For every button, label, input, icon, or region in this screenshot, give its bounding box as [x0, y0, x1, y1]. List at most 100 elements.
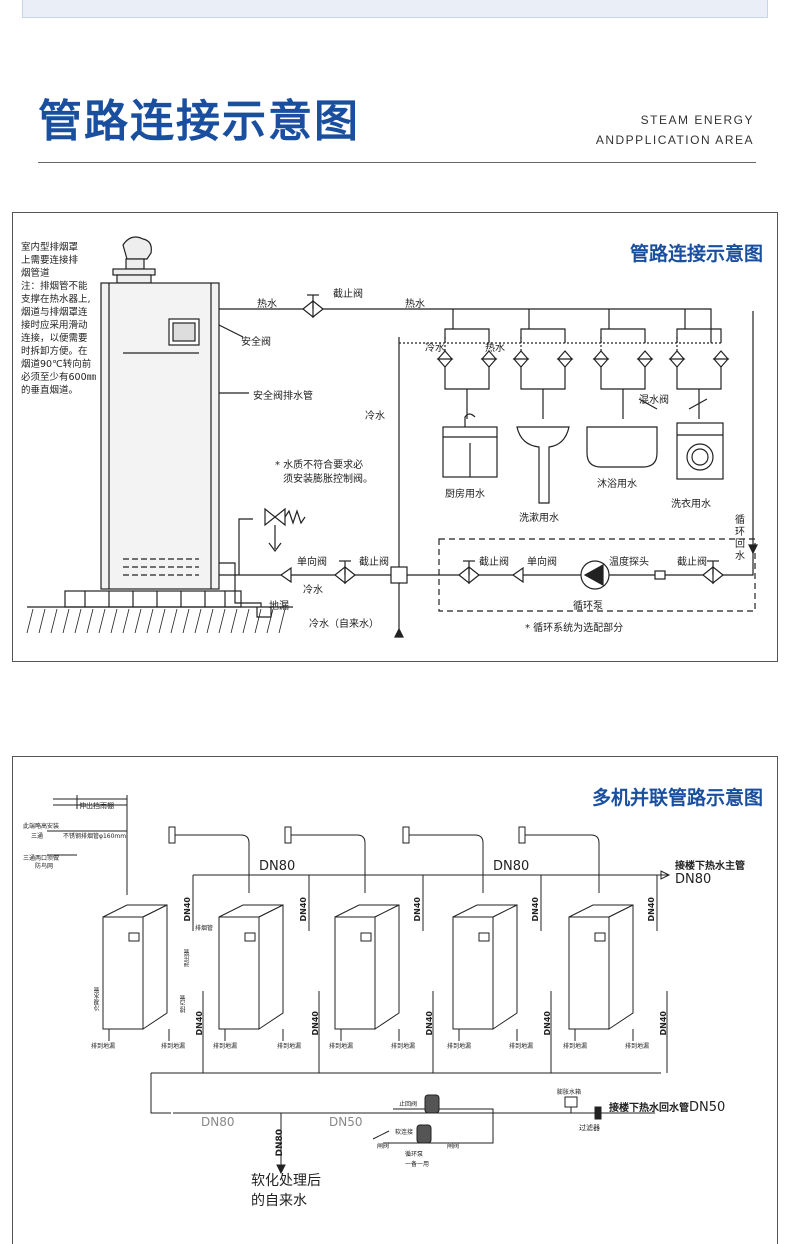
- label-pump-group: 循环泵: [405, 1151, 424, 1158]
- label-drain-4: 排到地漏: [277, 1043, 302, 1050]
- label-drain-9: 排到地漏: [563, 1043, 588, 1050]
- label-circ-return: 循 环 回 水: [735, 515, 745, 563]
- unit-label-relief: 泄压管: [184, 949, 191, 967]
- chimney-note-line: 接时应采用滑动: [21, 320, 88, 331]
- label-softened-water: 软化处理后 的自来水: [251, 1171, 321, 1211]
- subtitle-line-2: ANDPPLICATION AREA: [595, 133, 754, 147]
- label-drain-10: 排到地漏: [625, 1043, 650, 1050]
- chimney-note-line: 烟道90℃转向前: [21, 359, 92, 370]
- diagram2-title: 多机并联管路示意图: [591, 787, 763, 809]
- circ-return-char: 回: [735, 539, 745, 550]
- main-return-text: 接楼下热水回水管: [609, 1103, 689, 1114]
- page-subtitle: STEAM ENERGY ANDPPLICATION AREA: [596, 110, 754, 150]
- label-safety-drain: 安全阀排水管: [253, 391, 313, 402]
- label-flex-conn: 软连接: [395, 1129, 414, 1136]
- circ-return-char: 环: [735, 527, 745, 538]
- unit-label-blowdown: 排污管: [180, 995, 187, 1013]
- label-laundry: 洗衣用水: [671, 499, 711, 510]
- label-optional-note: * 循环系统为选配部分: [525, 623, 624, 634]
- label-dn40-bottom-5: DN40: [659, 1011, 668, 1036]
- top-banner-strip: [22, 0, 768, 18]
- expansion-note: * 水质不符合要求必 须安装膨胀控制阀。: [275, 459, 373, 487]
- subtitle-line-1: STEAM ENERGY: [640, 113, 754, 127]
- label-dn50-return: DN50: [329, 1115, 363, 1129]
- label-vent: 伸出挡雨棚: [79, 802, 114, 810]
- label-hot-water-1: 热水: [257, 299, 277, 310]
- chimney-label-4: 三通两口须做: [23, 855, 60, 862]
- unit-label-flue: 排烟管: [195, 925, 214, 932]
- chimney-note: 室内型排烟罩 上需要连接排 烟管道 注：排烟管不能 支撑在热水器上, 烟道与排烟…: [21, 241, 101, 397]
- title-divider: [38, 162, 756, 163]
- chimney-note-line: 注：排烟管不能: [21, 281, 88, 292]
- label-safety-valve: 安全阀: [241, 337, 271, 348]
- chimney-note-line: 支撑在热水器上,: [21, 294, 91, 305]
- label-check-valve: 止回阀: [399, 1101, 418, 1108]
- label-dn40-4: DN40: [531, 897, 540, 922]
- circ-return-char: 循: [735, 515, 745, 526]
- chimney-note-line: 室内型排烟罩: [21, 242, 79, 253]
- diagram1-title: 管路连接示意图: [629, 243, 763, 265]
- label-dn80-right: DN80: [493, 859, 530, 874]
- label-gate-valve-1: 闸阀: [377, 1143, 390, 1150]
- label-check-valve-circ: 单向阀: [527, 557, 557, 568]
- label-kitchen: 厨房用水: [445, 489, 485, 500]
- chimney-label-1: 此端略高安装: [23, 823, 60, 830]
- label-dn80-return: DN80: [201, 1115, 235, 1129]
- label-dn80-left: DN80: [259, 859, 296, 874]
- label-bath: 沐浴用水: [597, 479, 637, 490]
- chimney-label-2: 三通: [31, 833, 44, 840]
- label-dn40-bottom-4: DN40: [543, 1011, 552, 1036]
- label-drain-5: 排到地漏: [329, 1043, 354, 1050]
- label-washbasin: 洗漱用水: [519, 513, 559, 524]
- parallel-pipe-drawing: [47, 795, 671, 1175]
- label-dn40-bottom-1: DN40: [195, 1011, 204, 1036]
- label-circ-pump: 循环泵: [573, 601, 603, 612]
- label-drain-8: 排到地漏: [509, 1043, 534, 1050]
- label-temp-probe: 温度探头: [609, 557, 649, 568]
- label-mixing-valve: 混水阀: [639, 395, 669, 406]
- label-drain-1: 排到地漏: [91, 1043, 116, 1050]
- label-dn80-inlet: DN80: [275, 1129, 285, 1157]
- softened-line: 软化处理后: [251, 1173, 321, 1189]
- label-stop-valve-top: 截止阀: [333, 289, 363, 300]
- label-drain-6: 排到地漏: [391, 1043, 416, 1050]
- label-main-hot: 接楼下热水主管DN80: [675, 857, 777, 887]
- chimney-note-line: 连接，以便需要: [21, 333, 88, 344]
- label-gate-valve-2: 闸阀: [447, 1143, 460, 1150]
- label-stop-valve-circ-2: 截止阀: [677, 557, 707, 568]
- unit-label-condensate: 冷凝水管: [94, 987, 101, 1011]
- label-drain-7: 排到地漏: [447, 1043, 472, 1050]
- label-tap-water: 冷水（自来水）: [309, 619, 379, 630]
- expansion-note-line: 须安装膨胀控制阀。: [283, 474, 373, 485]
- label-filter: 过滤器: [579, 1124, 600, 1132]
- label-dn40-bottom-2: DN40: [311, 1011, 320, 1036]
- softened-line: 的自来水: [251, 1193, 307, 1209]
- chimney-label-3: 不锈钢排烟管φ160mm: [63, 833, 127, 840]
- label-stop-valve-left: 截止阀: [359, 557, 389, 568]
- parallel-pipe-diagram: 多机并联管路示意图: [12, 756, 778, 1244]
- label-dn40-bottom-3: DN40: [425, 1011, 434, 1036]
- label-cold-water-branch: 冷水: [425, 343, 445, 354]
- label-check-valve-left: 单向阀: [297, 557, 327, 568]
- circ-return-char: 水: [735, 551, 745, 562]
- label-dn40-5: DN40: [647, 897, 656, 922]
- pipe-connection-drawing: [26, 236, 758, 638]
- label-hot-water-2: 热水: [405, 299, 425, 310]
- main-hot-dn: DN80: [675, 872, 712, 887]
- label-drain-2: 排到地漏: [161, 1043, 186, 1050]
- label-hot-water-branch: 热水: [485, 343, 505, 354]
- pipe-connection-diagram: 管路连接示意图: [12, 212, 778, 662]
- chimney-note-line: 时拆卸方便。在: [21, 346, 88, 357]
- chimney-note-line: 烟管道: [21, 268, 50, 279]
- label-dn40-3: DN40: [413, 897, 422, 922]
- chimney-note-line: 烟道与排烟罩连: [21, 307, 88, 318]
- label-stop-valve-circ-1: 截止阀: [479, 557, 509, 568]
- label-dn40-2: DN40: [299, 897, 308, 922]
- label-cold-water-left: 冷水: [303, 585, 323, 596]
- label-pump-standby: 一备一用: [405, 1161, 430, 1168]
- chimney-label-5: 防鸟网: [35, 863, 54, 870]
- label-main-return: 接楼下热水回水管DN50: [609, 1099, 725, 1115]
- label-cold-water-main: 冷水: [365, 411, 385, 422]
- label-dn40-1: DN40: [183, 897, 192, 922]
- chimney-note-line: 必须至少有600㎜: [21, 372, 97, 383]
